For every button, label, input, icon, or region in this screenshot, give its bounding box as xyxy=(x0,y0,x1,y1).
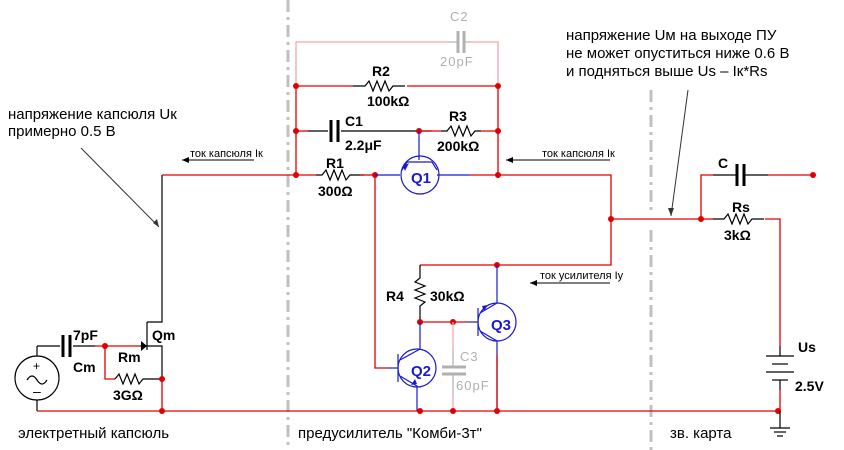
r4-value: 30kΩ xyxy=(430,288,465,304)
capacitor-c2 xyxy=(448,31,470,53)
section-label-preamp: предусилитель "Комби-3т" xyxy=(298,425,482,442)
resistor-r1 xyxy=(316,168,364,182)
r1-label: R1 xyxy=(326,155,344,171)
output-voltage-note-1: напряжение Uм на выходе ПУ xyxy=(566,27,777,44)
resistor-rs xyxy=(713,212,764,226)
rs-value: 3kΩ xyxy=(724,227,751,243)
ac-source: + – xyxy=(14,346,60,411)
r1-value: 300Ω xyxy=(318,183,353,199)
amp-current-label: ток усилителя Iy xyxy=(540,270,624,282)
rs-label: Rs xyxy=(732,199,750,215)
rm-value: 3GΩ xyxy=(113,387,143,403)
capacitor-cm xyxy=(37,335,95,357)
c2-value: 20pF xyxy=(440,54,474,69)
r3-label: R3 xyxy=(449,108,467,124)
cm-value: 7pF xyxy=(73,327,98,343)
transistor-q1 xyxy=(375,131,470,195)
capsule-current-label-right: ток капсюля Iк xyxy=(542,148,615,160)
us-value: 2.5V xyxy=(795,378,824,394)
output-voltage-pointer xyxy=(670,89,689,217)
capacitor-c1 xyxy=(308,120,362,142)
resistor-r2 xyxy=(353,79,405,93)
output-terminal xyxy=(810,172,816,178)
ground-icon xyxy=(770,411,790,437)
capsule-voltage-note-2: примерно 0.5 В xyxy=(8,123,116,140)
c3-value: 60pF xyxy=(456,378,490,393)
svg-text:–: – xyxy=(33,383,41,399)
capsule-voltage-pointer xyxy=(80,147,160,228)
r2-label: R2 xyxy=(372,63,390,79)
rm-label: Rm xyxy=(118,349,141,365)
r4-label: R4 xyxy=(386,288,404,304)
c2-label: C2 xyxy=(450,9,469,24)
transistor-q3 xyxy=(467,265,517,411)
output-voltage-note-3: и подняться выше Us – Iк*Rs xyxy=(566,63,768,80)
resistor-rm xyxy=(114,372,162,386)
svg-text:+: + xyxy=(33,359,40,373)
capacitor-c3 xyxy=(442,322,466,411)
jfet-qm xyxy=(140,175,163,379)
c1-value: 2.2μF xyxy=(345,137,382,153)
cm-label: Cm xyxy=(73,359,96,375)
q1-label: Q1 xyxy=(411,170,431,187)
resistor-r3 xyxy=(441,124,481,138)
output-voltage-note-2: не может опуститься ниже 0.6 В xyxy=(566,45,789,62)
capsule-voltage-note-1: напряжение капсюля Uк xyxy=(8,106,177,123)
c1-label: C1 xyxy=(345,113,363,129)
c3-label: C3 xyxy=(460,349,479,364)
section-label-soundcard: зв. карта xyxy=(670,425,732,442)
r3-value: 200kΩ xyxy=(437,138,479,154)
capsule-current-label-left: ток капсюля Iк xyxy=(190,148,263,160)
resistor-r4 xyxy=(413,265,427,322)
section-label-capsule: электретный капсюль xyxy=(18,425,169,442)
capacitor-c xyxy=(713,164,768,186)
qm-label: Qm xyxy=(152,327,175,343)
q2-label: Q2 xyxy=(411,363,431,380)
r2-value: 100kΩ xyxy=(367,93,409,109)
us-label: Us xyxy=(798,339,816,355)
q3-label: Q3 xyxy=(491,317,511,334)
transistor-q2 xyxy=(387,322,437,411)
battery-us xyxy=(766,346,794,390)
c-label: C xyxy=(718,155,728,171)
